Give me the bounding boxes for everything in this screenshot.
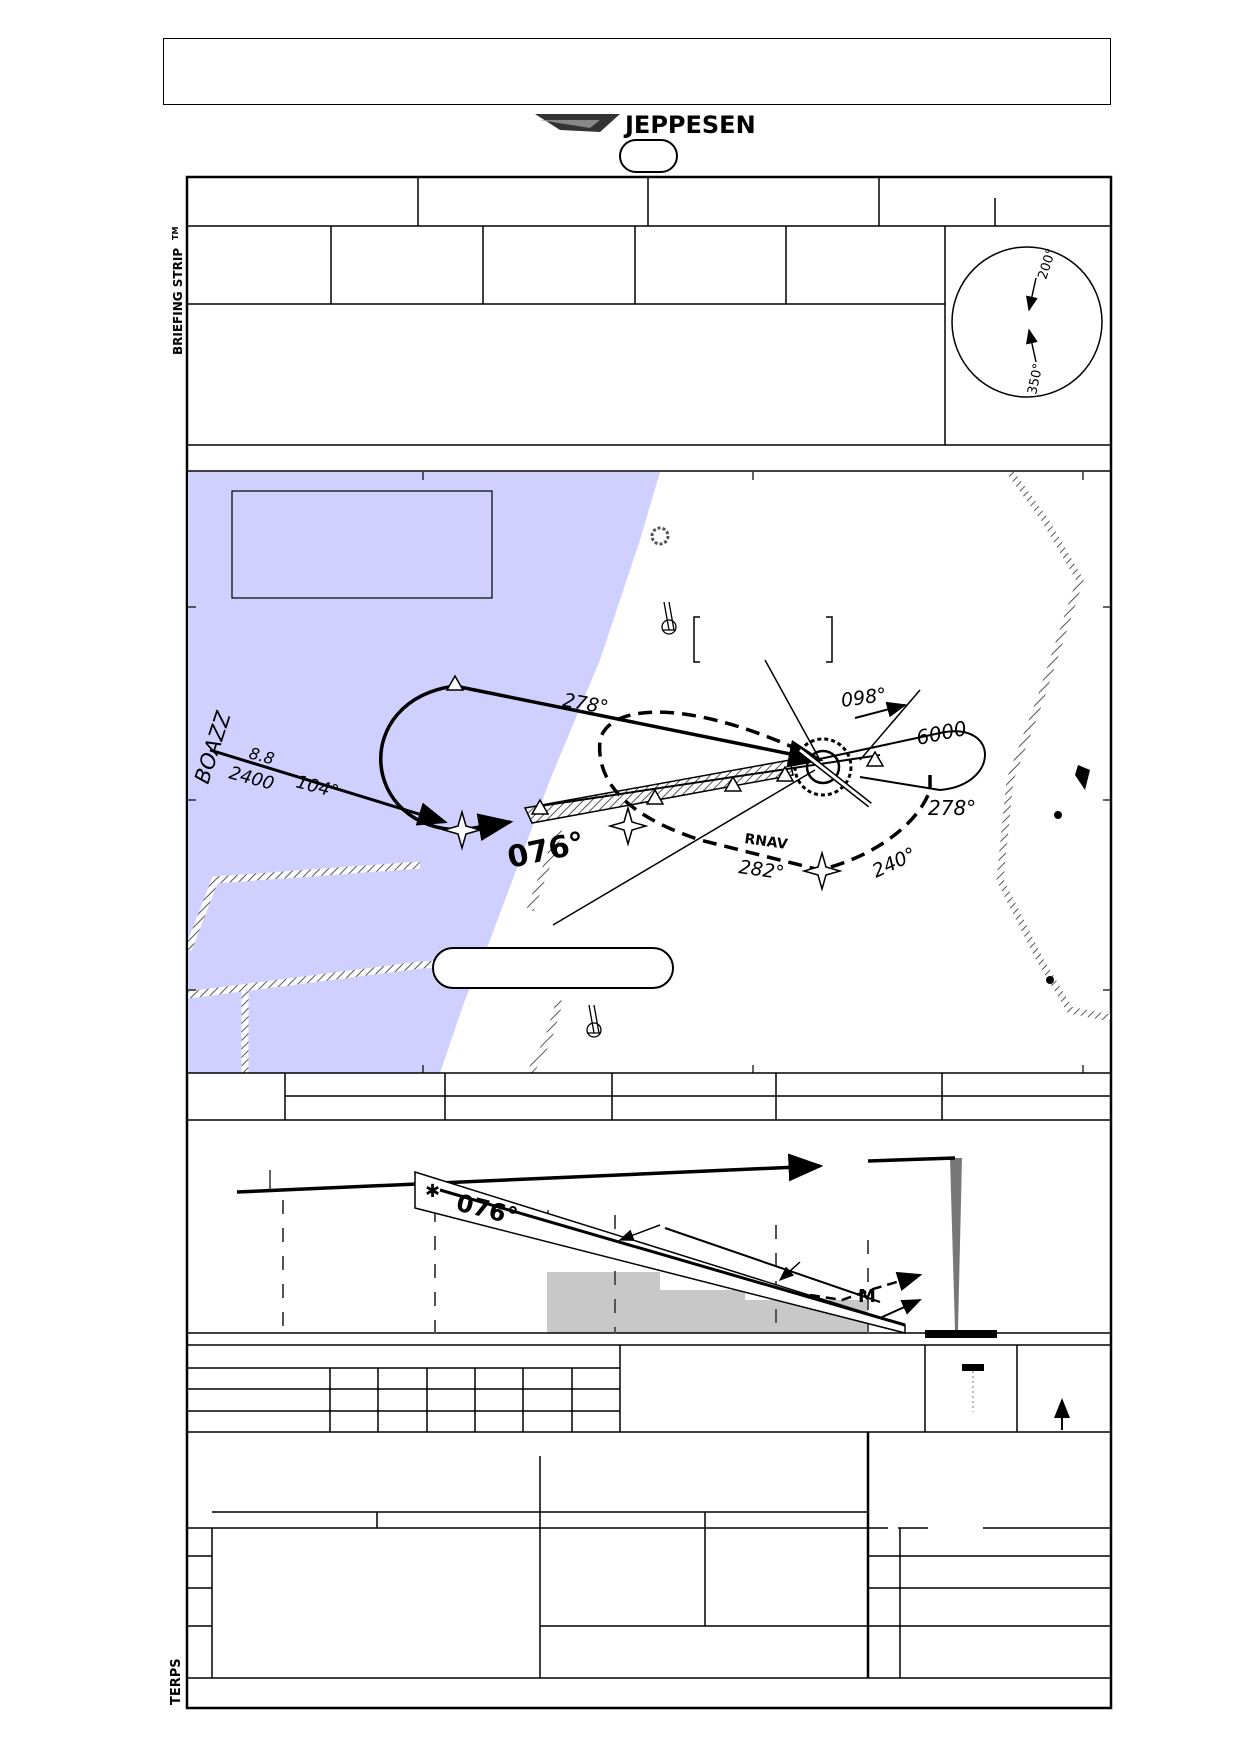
title-box <box>163 38 1111 105</box>
profile-view: 076° ✱ M <box>187 1153 1111 1338</box>
hold-altitude: 6000 <box>914 716 969 750</box>
airport-beacon-icon <box>650 526 670 546</box>
note-box <box>231 490 493 599</box>
jeppesen-logo: JEPPESEN <box>535 111 756 139</box>
runway-profile <box>925 1330 997 1338</box>
index-tab <box>619 139 678 173</box>
comm-bracket <box>693 616 833 663</box>
tm-label: TM <box>171 227 180 240</box>
water-area <box>188 472 660 1073</box>
plan-view: BOAZZ 8.8 2400 104° 278° 076° 098° 6000 … <box>188 472 1111 1073</box>
terrain-profile <box>547 1272 868 1333</box>
msa-bottom-bearing: 350° <box>1025 362 1046 396</box>
terrain-contour <box>188 472 1110 1073</box>
info-capsule <box>432 947 674 989</box>
obstacle-icon <box>586 601 677 1038</box>
briefing-strip-label: BRIEFING STRIP <box>171 248 185 355</box>
hold-inbound-course: 098° <box>840 684 888 712</box>
msa-top-bearing: 200° <box>1036 247 1060 281</box>
map-label: M <box>858 1286 876 1307</box>
vor-symbol <box>793 737 853 797</box>
hold-outbound-course: 278° <box>928 796 976 820</box>
north-arrow-icon <box>1075 765 1090 790</box>
profile-faf-icon: ✱ <box>425 1181 440 1202</box>
terps-label: TERPS <box>169 1658 184 1705</box>
brand-name: JEPPESEN <box>623 111 756 139</box>
msa-circle: 200° 350° <box>951 246 1103 398</box>
rnav-label: RNAV <box>743 831 788 853</box>
